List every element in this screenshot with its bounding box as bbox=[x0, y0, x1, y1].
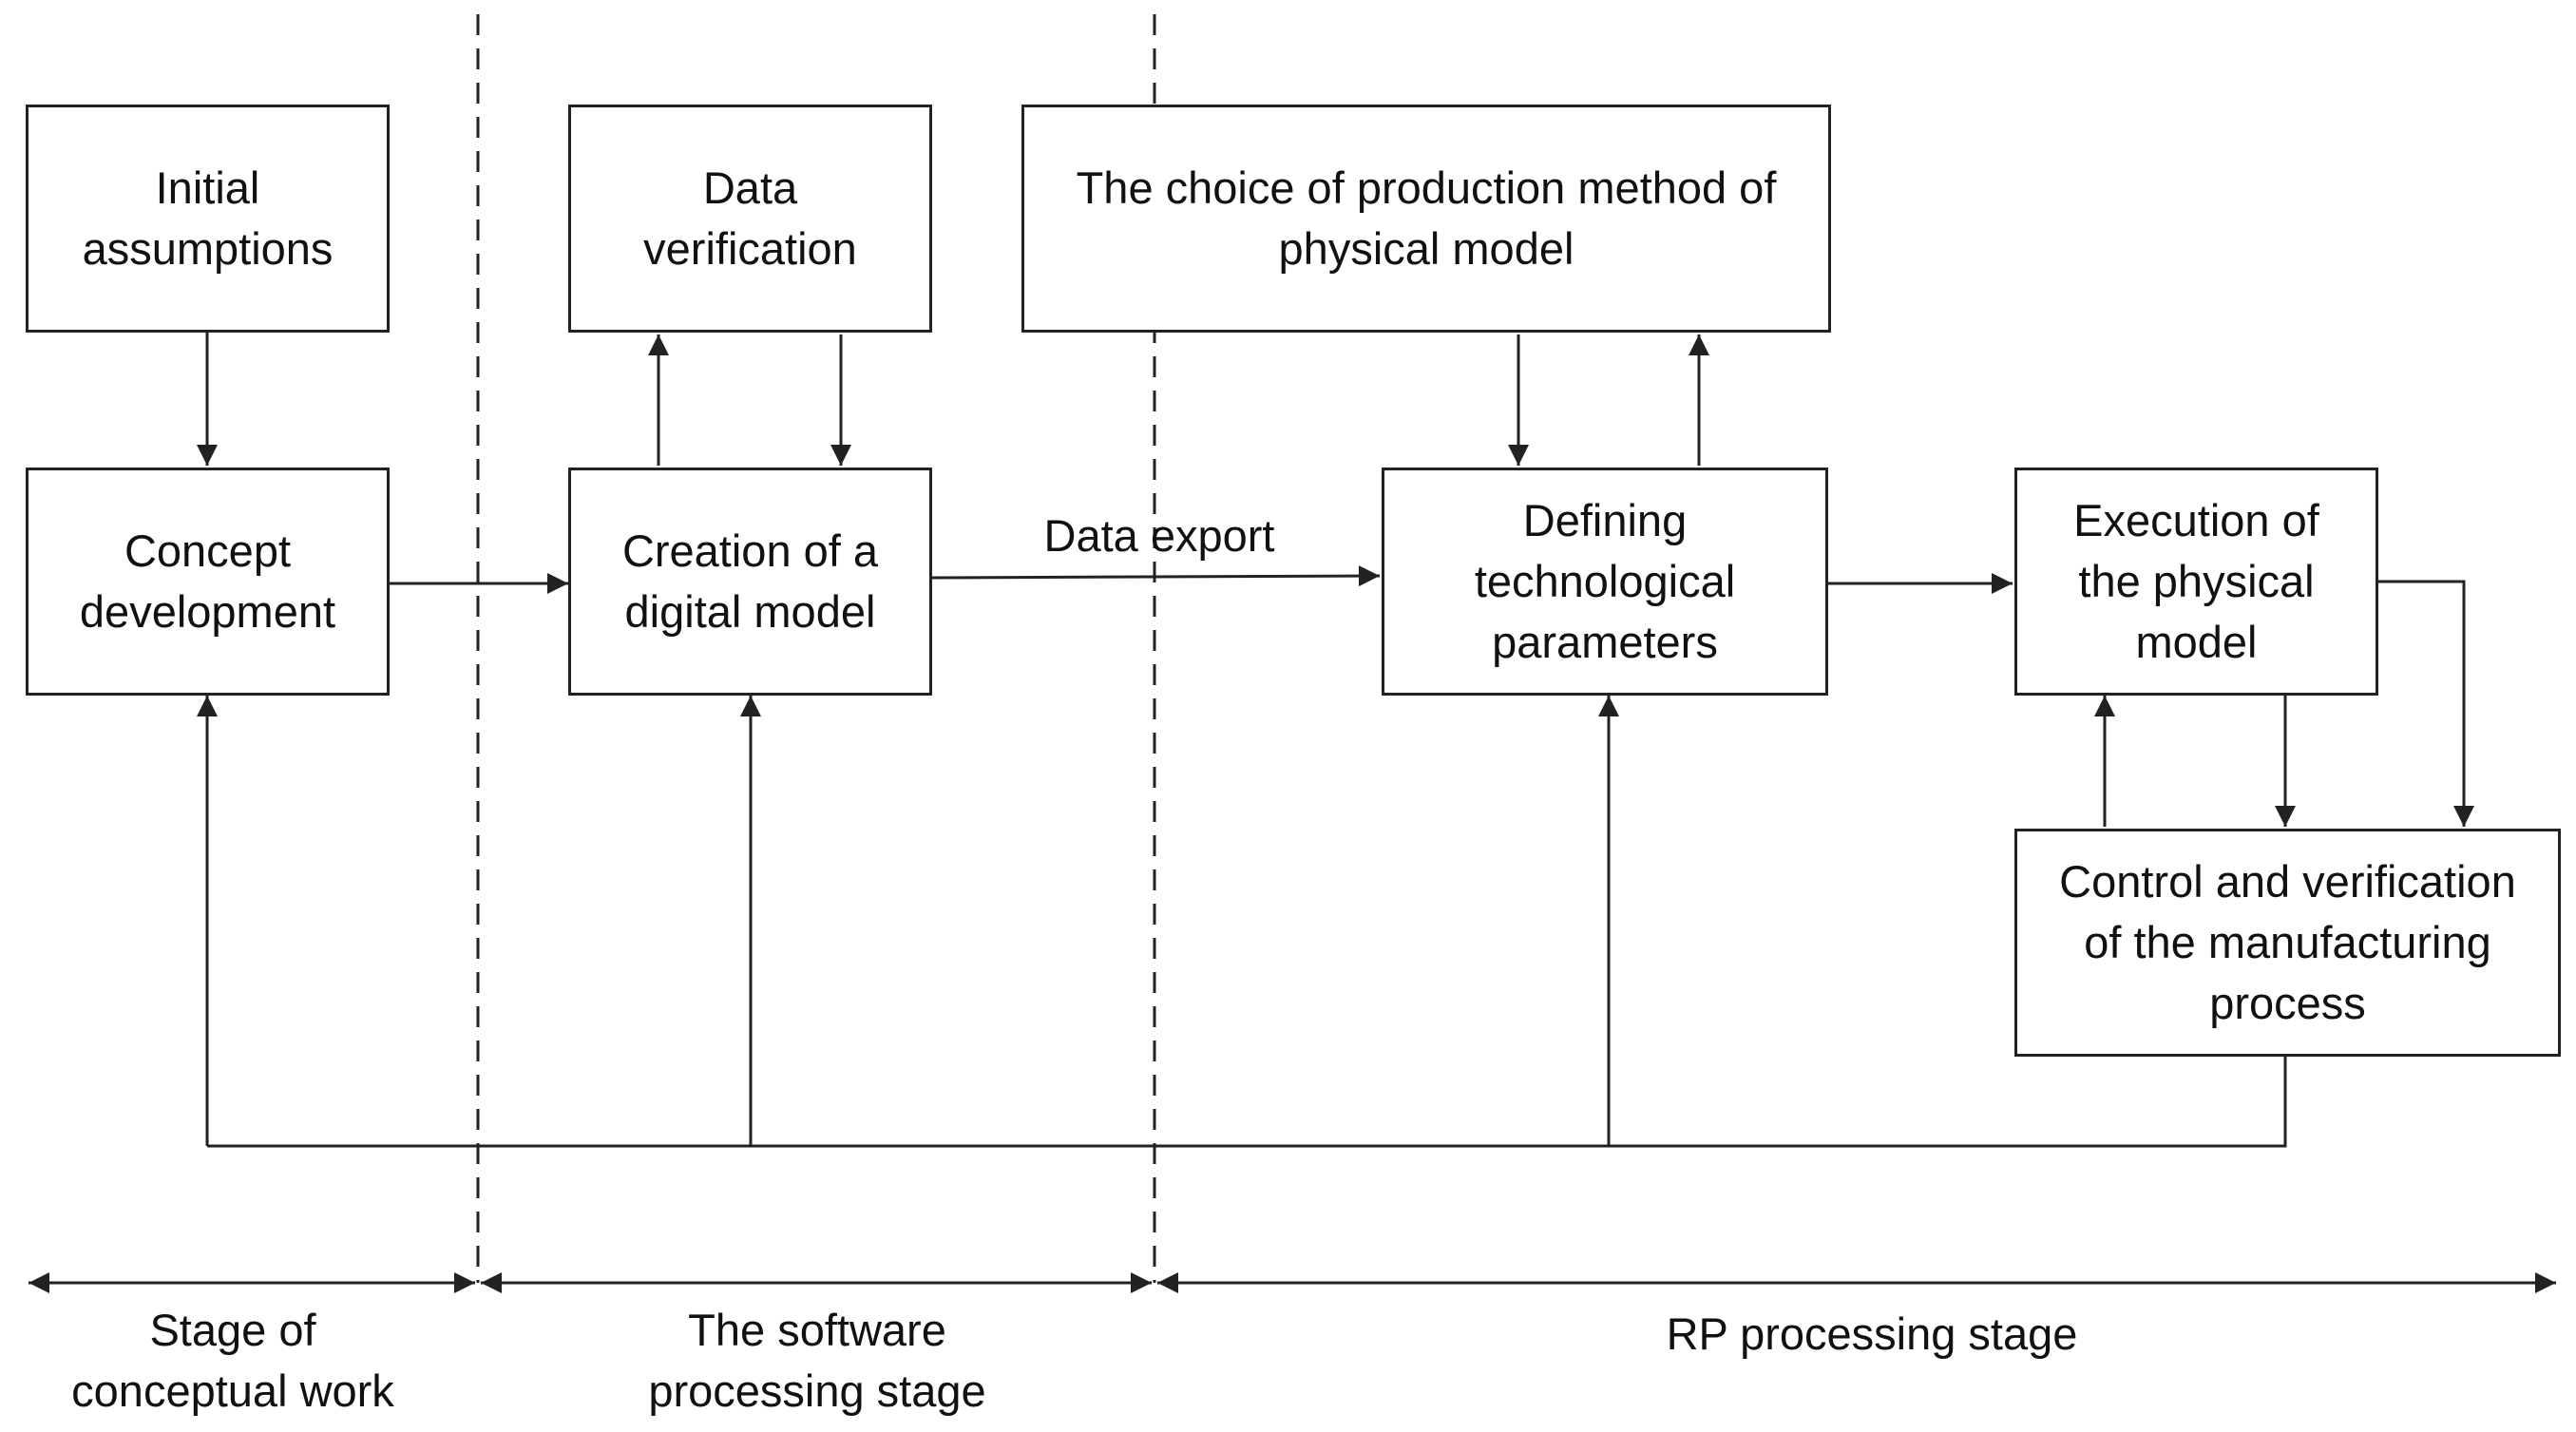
physical-model-execution-box: Execution of the physical model bbox=[2014, 468, 2378, 696]
data-export-label: Data export bbox=[1043, 510, 1275, 561]
stage-label-software: The software processing stage bbox=[648, 1305, 986, 1416]
arrow-data-export bbox=[930, 565, 1381, 587]
initial-assumptions-box: Initial assumptions bbox=[26, 105, 390, 333]
production-method-choice-box: The choice of production method of physi… bbox=[1021, 105, 1831, 333]
stage-label-conceptual: Stage of conceptual work bbox=[71, 1305, 394, 1416]
technological-parameters-box: Defining technological parameters bbox=[1382, 468, 1828, 696]
digital-model-box: Creation of a digital model bbox=[568, 468, 932, 696]
stage-label-rp: RP processing stage bbox=[1666, 1308, 2078, 1359]
arrow-execution-elbow-to-control bbox=[2376, 580, 2474, 827]
feedback-line bbox=[207, 1057, 2287, 1148]
data-verification-box: Data verification bbox=[568, 105, 932, 333]
concept-development-box: Concept development bbox=[26, 468, 390, 696]
process-control-box: Control and verification of the manufact… bbox=[2014, 829, 2561, 1057]
